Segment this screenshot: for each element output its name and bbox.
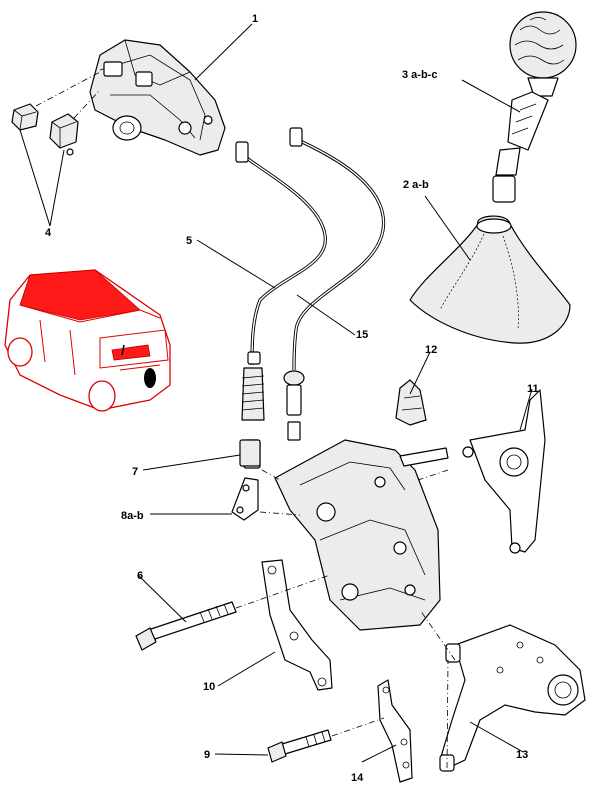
callout-7: 7 <box>132 466 138 478</box>
gear-lever-gaiter <box>409 215 571 344</box>
gear-engagement-cable <box>283 127 386 441</box>
vehicle-location-indicator <box>4 269 171 412</box>
reverse-switch-left <box>11 103 39 131</box>
callout-12: 12 <box>425 344 437 356</box>
callout-14: 14 <box>351 772 364 784</box>
leader-lines <box>19 23 533 763</box>
callout-1: 1 <box>252 13 258 25</box>
gear-lever-housing <box>89 39 226 156</box>
gear-knob-and-lever <box>492 11 577 203</box>
callout-8: 8a-b <box>121 510 144 522</box>
gearbox-assembly <box>274 439 449 631</box>
cable-retaining-clip <box>395 379 427 426</box>
callout-5: 5 <box>186 235 192 247</box>
reverse-switch-right <box>49 113 79 156</box>
callout-3: 3 a-b-c <box>402 69 437 81</box>
callout-4: 4 <box>45 227 52 239</box>
gearbox-bracket-upper <box>462 389 546 554</box>
small-bracket <box>377 679 413 783</box>
callout-2: 2 a-b <box>403 179 429 191</box>
short-bolt <box>267 729 332 763</box>
support-bracket <box>261 559 333 691</box>
mounting-bracket-lower <box>439 624 586 772</box>
cable-support-plate <box>231 477 259 521</box>
callout-9: 9 <box>204 749 210 761</box>
callout-11: 11 <box>527 383 539 395</box>
cable-end-fitting <box>239 439 261 467</box>
callout-6: 6 <box>137 570 143 582</box>
long-bolt <box>135 601 237 651</box>
callout-13: 13 <box>516 749 528 761</box>
callout-15: 15 <box>356 329 368 341</box>
callout-10: 10 <box>203 681 215 693</box>
